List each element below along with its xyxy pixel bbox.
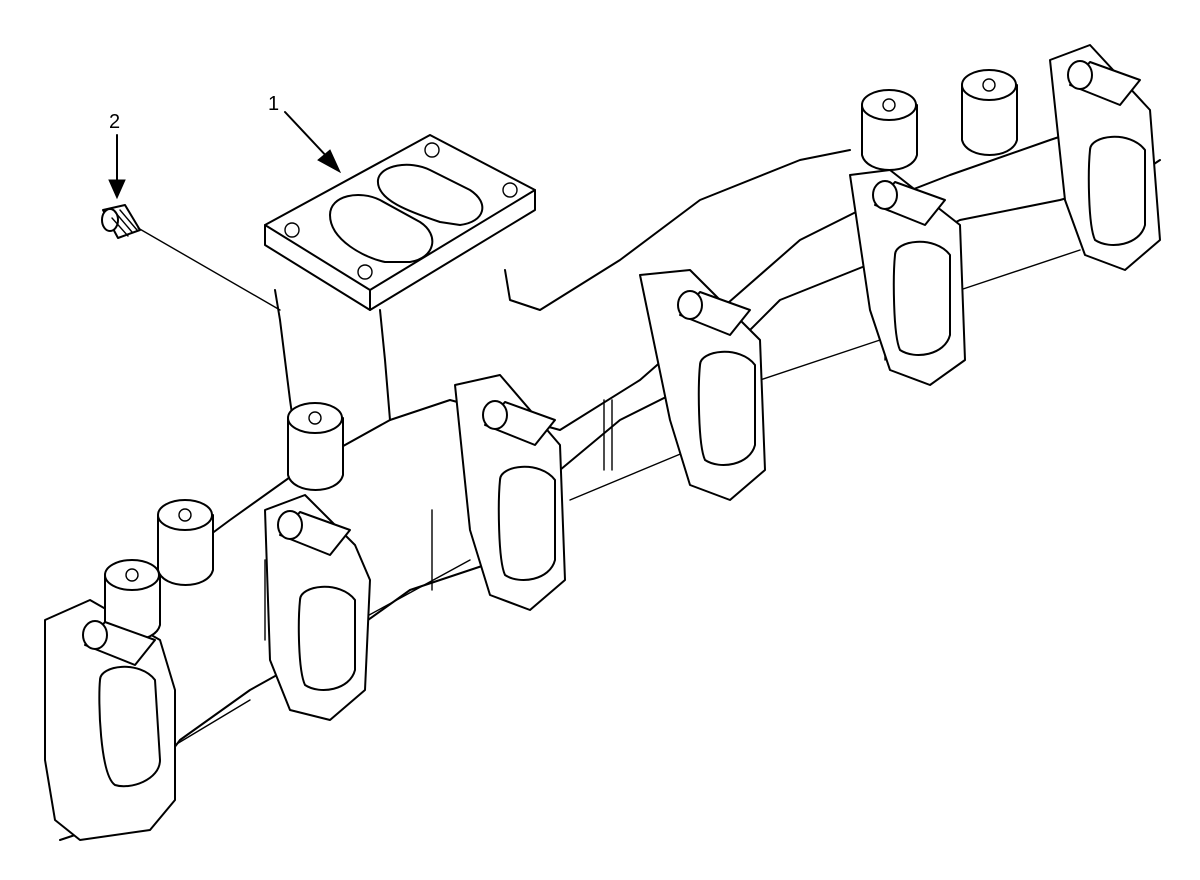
callout-arrow-1 — [284, 111, 342, 174]
manifold-body — [59, 119, 1161, 841]
port-flange-5 — [849, 169, 966, 386]
port-flange-6 — [1049, 44, 1161, 271]
boss-5 — [961, 69, 1018, 156]
plug-fitting — [101, 204, 281, 311]
flange-studs — [82, 60, 1141, 666]
callout-arrow-2 — [108, 134, 126, 200]
boss-2 — [157, 499, 214, 586]
callout-label-1: 1 — [268, 93, 279, 115]
mounting-bosses — [104, 69, 1018, 641]
port-flange-2 — [264, 494, 371, 721]
boss-3 — [287, 402, 344, 491]
boss-4 — [861, 89, 918, 171]
turbo-outlet-flange — [264, 134, 536, 311]
callout-label-2: 2 — [109, 111, 120, 133]
